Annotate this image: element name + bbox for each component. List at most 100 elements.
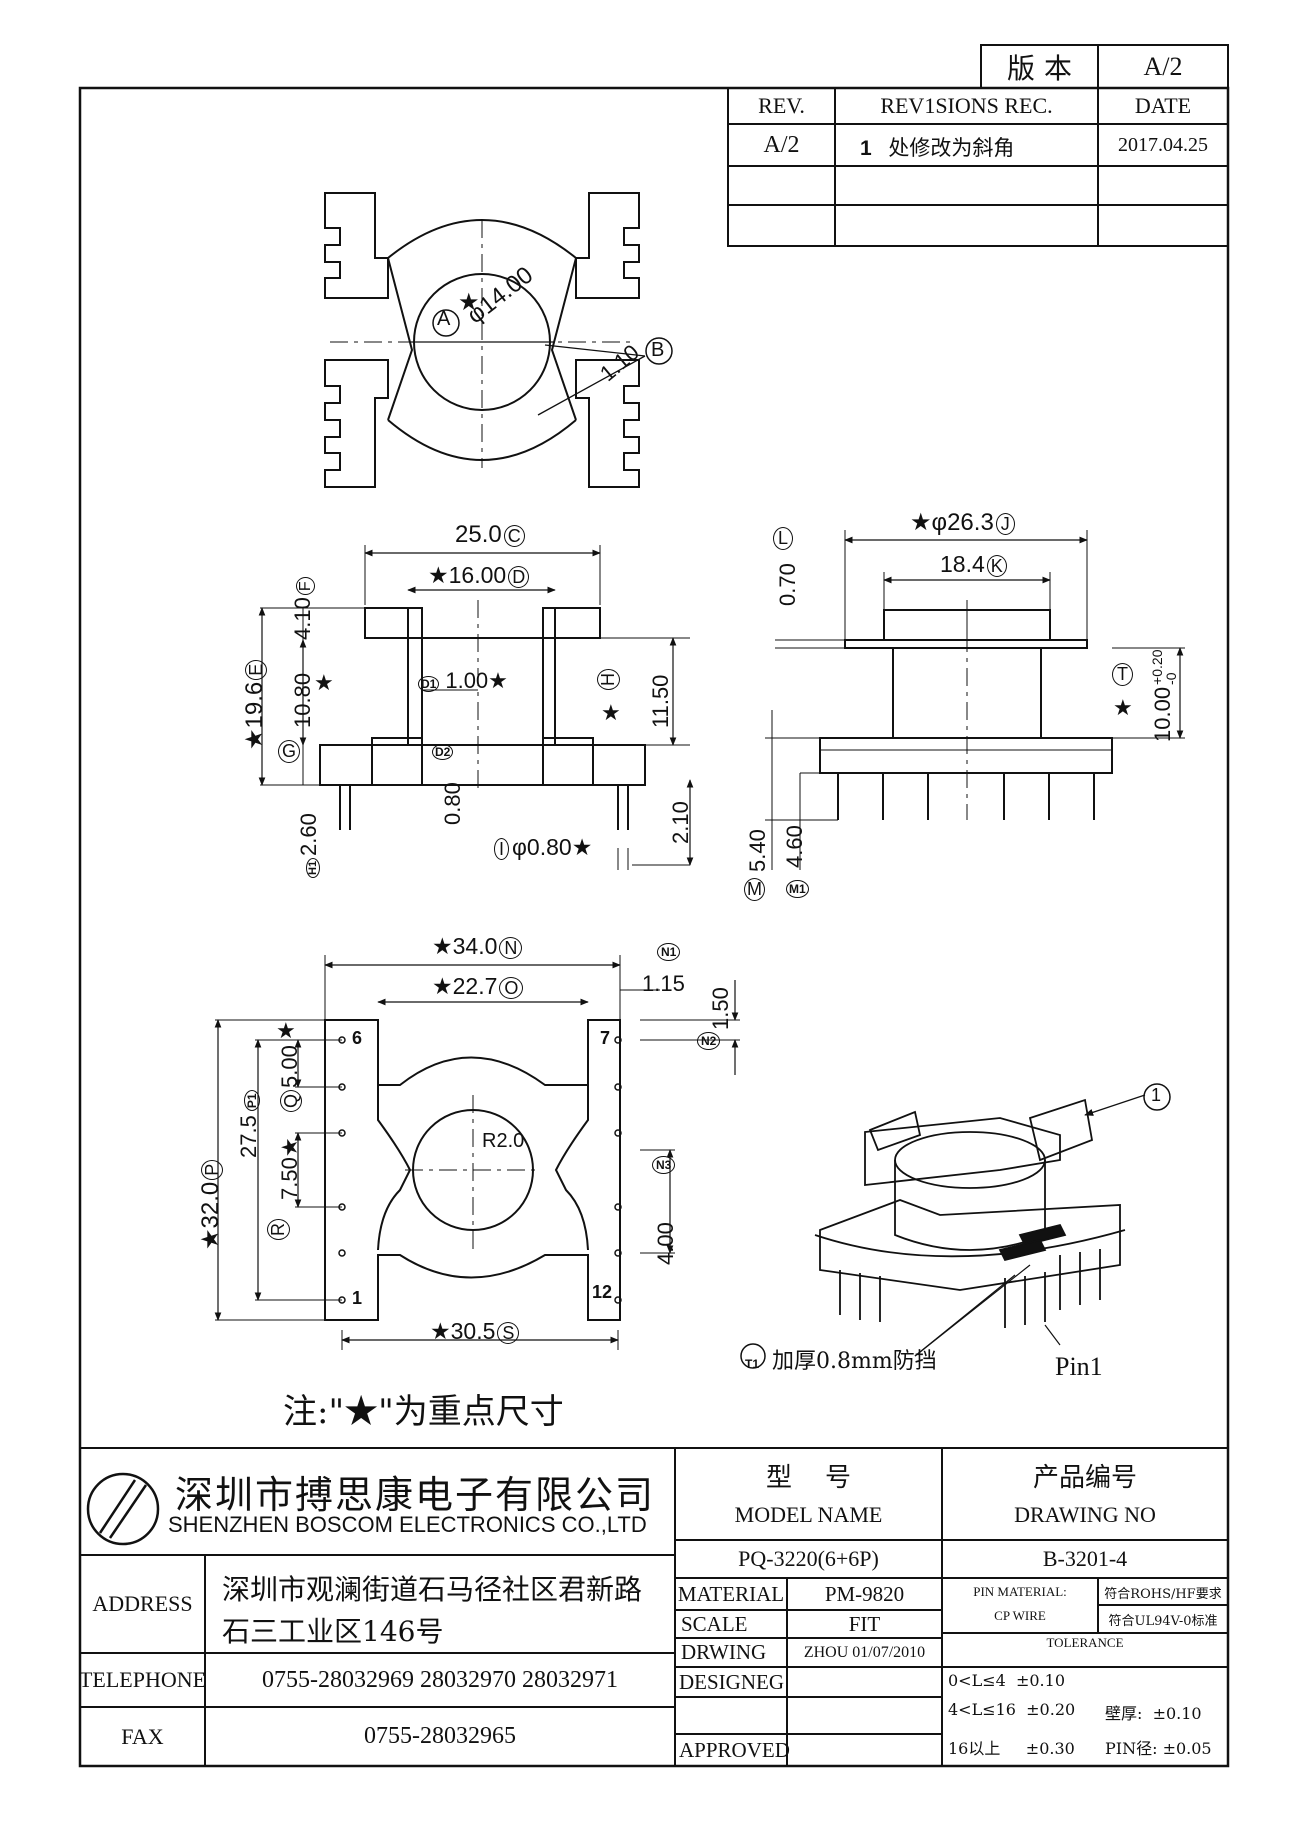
approved-label: APPROVED	[679, 1737, 790, 1762]
rohs-note: 符合ROHS/HF要求	[1104, 1586, 1222, 1602]
dim-h1-value: 2.60	[296, 813, 321, 856]
tag-i: I	[494, 838, 510, 860]
iso-view	[740, 1083, 1171, 1369]
tol-t-up: +0.20	[1149, 649, 1166, 685]
dim-m: 5.40	[745, 829, 770, 872]
dim-e-value: ★19.6	[241, 681, 268, 750]
tag-e: E	[245, 659, 267, 680]
tag-d: D	[508, 566, 530, 588]
tag-g: G	[278, 740, 301, 763]
callout-1: 1	[1151, 1085, 1162, 1105]
tolerance-3: 16以上 ±0.30	[948, 1739, 1075, 1758]
dim-f: 4.10F	[290, 577, 316, 640]
dim-m1: 4.60	[782, 825, 807, 868]
dim-n-value: ★34.0	[432, 933, 498, 959]
drwing-label: DRWING	[681, 1640, 767, 1664]
scale-label: SCALE	[681, 1611, 748, 1636]
rev-header: REV.	[758, 93, 805, 118]
tag-c: C	[503, 525, 525, 547]
pin-1: 1	[352, 1288, 363, 1308]
fax-value: 0755-28032965	[364, 1723, 516, 1749]
drawing-label-en: DRAWING NO	[1014, 1502, 1156, 1527]
dim-e: ★19.6E	[240, 659, 269, 750]
dim-h: 11.50	[648, 674, 673, 728]
side-view	[765, 530, 1185, 870]
telephone-label: TELEPHONE	[78, 1667, 207, 1692]
scale-value: FIT	[848, 1611, 881, 1636]
tag-f: F	[296, 577, 315, 596]
tag-h: H	[597, 669, 620, 690]
dim-k-value: 18.4	[940, 551, 985, 577]
pin-material-label: PIN MATERIAL:	[973, 1584, 1067, 1599]
dim-d1-value: 1.00★	[445, 668, 508, 693]
dim-o-value: ★22.7	[432, 973, 498, 999]
drwing-value: ZHOU 01/07/2010	[803, 1643, 926, 1661]
r20: R2.0	[482, 1130, 525, 1152]
tag-l: L	[773, 527, 794, 550]
company-name-en: SHENZHEN BOSCOM ELECTRONICS CO.,LTD	[168, 1512, 647, 1537]
star-note: 注:"★"为重点尺寸	[283, 1392, 564, 1432]
dim-q-value: 5.00	[277, 1045, 302, 1088]
iso-pin1: Pin1	[1055, 1352, 1103, 1381]
tag-o: O	[499, 977, 524, 999]
rev-row-rev: A/2	[763, 131, 800, 158]
bottom-view	[214, 955, 740, 1350]
tag-j: J	[995, 513, 1015, 535]
wall-tolerance: 壁厚: ±0.10	[1105, 1704, 1202, 1723]
dim-l: 0.70	[775, 563, 800, 606]
drawing-label-cn: 产品编号	[1032, 1462, 1137, 1493]
star-h: ★	[601, 700, 621, 725]
callout-t1-text: 加厚0.8mm防挡	[772, 1349, 937, 1374]
model-value: PQ-3220(6+6P)	[738, 1546, 879, 1571]
title-block-lines	[80, 1447, 1228, 1766]
drawing-frame	[78, 86, 1230, 1768]
dim-t: 10.00+0.20-0	[1149, 649, 1179, 743]
callout-t1: T1 加厚0.8mm防挡	[741, 1343, 937, 1375]
tag-n3: N3	[652, 1156, 676, 1174]
ul-note: 符合UL94V-0标准	[1108, 1613, 1218, 1629]
pin-dia-tolerance: PIN径: ±0.05	[1105, 1739, 1212, 1758]
company-logo	[86, 1472, 160, 1546]
address-label: ADDRESS	[92, 1591, 193, 1616]
dim-t-value: 10.00	[1150, 686, 1175, 742]
fax-label: FAX	[121, 1723, 164, 1749]
dim-p-value: ★32.0	[197, 1181, 224, 1250]
dim-n2: 1.50	[708, 987, 733, 1030]
rev-row-date: 2017.04.25	[1118, 133, 1208, 156]
model-label-cn: 型 号	[765, 1462, 852, 1493]
tag-d2: D2	[432, 744, 454, 760]
tag-s: S	[497, 1322, 520, 1344]
rev-row-text: 处修改为斜角	[888, 136, 1015, 160]
version-label: 版 本	[1007, 51, 1072, 85]
revision-table-lines	[727, 87, 1229, 247]
dim-r: 7.50★	[277, 1137, 302, 1200]
tag-n2: N2	[697, 1032, 721, 1050]
rev-row-rec: 1 处修改为斜角	[860, 132, 1014, 162]
drawing-value: B-3201-4	[1042, 1546, 1128, 1571]
tag-r: R	[267, 1219, 290, 1240]
tag-a: A	[437, 308, 451, 330]
tag-p: P	[201, 1159, 223, 1180]
version-value: A/2	[1143, 51, 1183, 81]
dim-f-value: 4.10	[290, 597, 315, 640]
callout-t1-tag: T1	[745, 1357, 760, 1371]
front-view	[258, 545, 694, 870]
star-a: ★	[458, 289, 480, 316]
tolerance-label: TOLERANCE	[1046, 1635, 1124, 1650]
tag-h1: H1	[306, 857, 320, 878]
dim-q: Q5.00	[277, 1045, 303, 1112]
pin-7: 7	[600, 1028, 611, 1048]
tolerance-1: 0<L≤4 ±0.10	[948, 1671, 1065, 1690]
designeg-label: DESIGNEG	[679, 1669, 784, 1694]
dim-n1: 1.15	[642, 971, 685, 996]
tag-q: Q	[280, 1089, 302, 1112]
tag-b: B	[651, 339, 665, 361]
